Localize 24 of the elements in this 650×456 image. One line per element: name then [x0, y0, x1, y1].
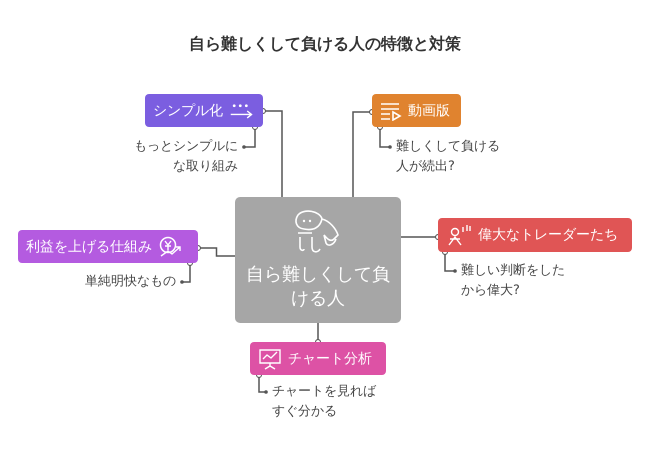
topic-label: 自ら難しくして負ける人 — [245, 263, 391, 311]
topic-label: チャート分析 — [288, 350, 372, 368]
leader-line — [442, 249, 457, 273]
leader-line — [377, 124, 392, 149]
topic-box — [250, 342, 386, 375]
description-text: チャートを見ればすぐ分かる — [272, 383, 378, 421]
central-topic-card — [235, 197, 401, 323]
leader-line — [242, 124, 258, 149]
connector — [315, 323, 321, 345]
description-text: 難しくして負ける人が続出? — [396, 138, 501, 176]
description-text: もっとシンプルにな取り組み — [133, 138, 238, 176]
topic-box — [145, 94, 263, 127]
topic-label: 偉大なトレーダーたち — [478, 226, 618, 244]
topic-label: シンプル化 — [153, 102, 223, 120]
topic-box — [438, 218, 632, 252]
description-text: 難しい判断をしたから偉大? — [461, 262, 566, 300]
description-text: 単純明快なもの — [84, 273, 176, 291]
topic-box — [18, 230, 198, 263]
topic-box — [372, 94, 461, 127]
leader-line — [180, 260, 193, 284]
title: 自ら難しくして負ける人の特徴と対策 — [188, 34, 462, 55]
topic-label: 動画版 — [408, 102, 450, 120]
topic-label: 利益を上げる仕組み — [26, 238, 152, 256]
leader-line — [256, 372, 268, 394]
